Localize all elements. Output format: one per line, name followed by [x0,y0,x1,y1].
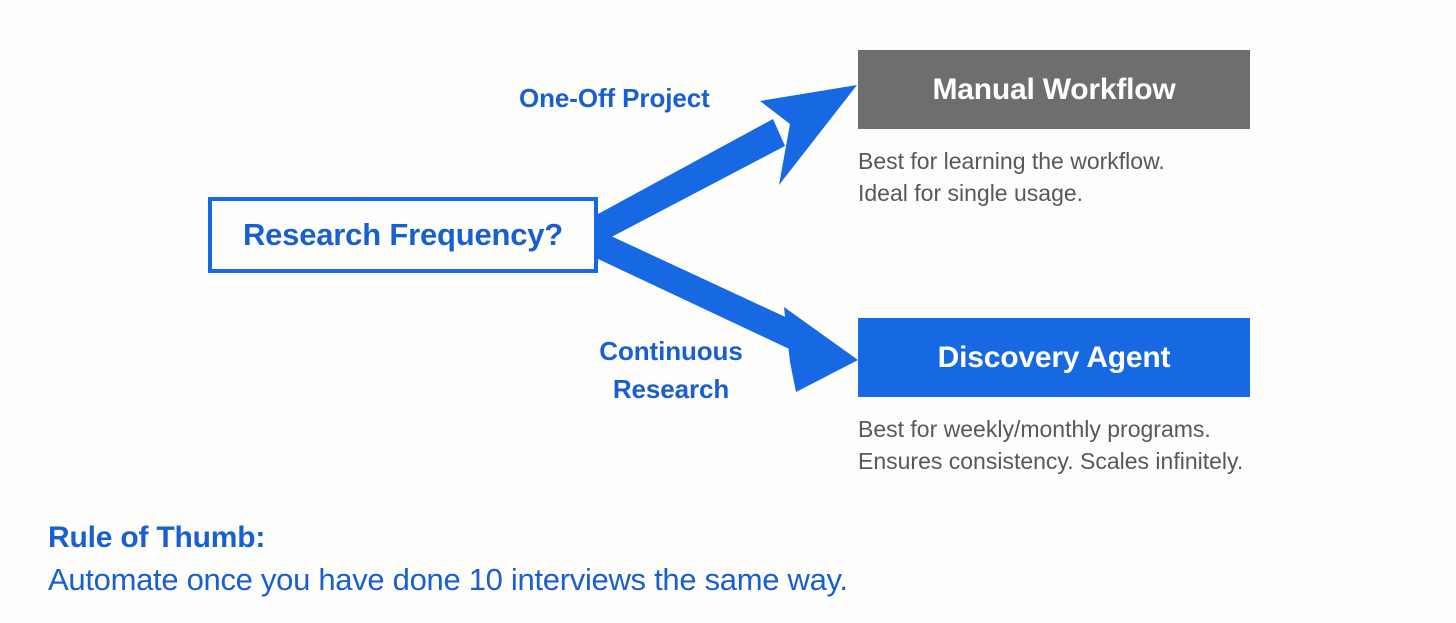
outcome-card-discovery-agent[interactable]: Discovery Agent Best for weekly/monthly … [858,318,1250,477]
outcome-card-manual-workflow[interactable]: Manual Workflow Best for learning the wo… [858,50,1250,209]
outcome-title-discovery-agent: Discovery Agent [937,340,1171,374]
rule-of-thumb-section: Rule of Thumb: Automate once you have do… [48,518,848,602]
edge-label-continuous-research: Continuous Research [599,336,743,404]
decision-node-research-frequency[interactable]: Research Frequency? [208,197,598,273]
arrow-one-off [598,85,857,244]
outcome-header-manual-workflow[interactable]: Manual Workflow [858,50,1250,129]
rule-of-thumb-text: Automate once you have done 10 interview… [48,562,848,597]
outcome-description-discovery-agent: Best for weekly/monthly programs. Ensure… [858,416,1244,474]
edge-label-one-off-project: One-Off Project [519,83,710,113]
outcome-header-discovery-agent[interactable]: Discovery Agent [858,318,1250,397]
rule-of-thumb-heading: Rule of Thumb: [48,521,266,554]
outcome-description-manual-workflow: Best for learning the workflow. Ideal fo… [858,148,1165,206]
decision-node-label: Research Frequency? [242,217,564,252]
outcome-title-manual-workflow: Manual Workflow [932,72,1176,106]
arrow-continuous [598,230,858,392]
